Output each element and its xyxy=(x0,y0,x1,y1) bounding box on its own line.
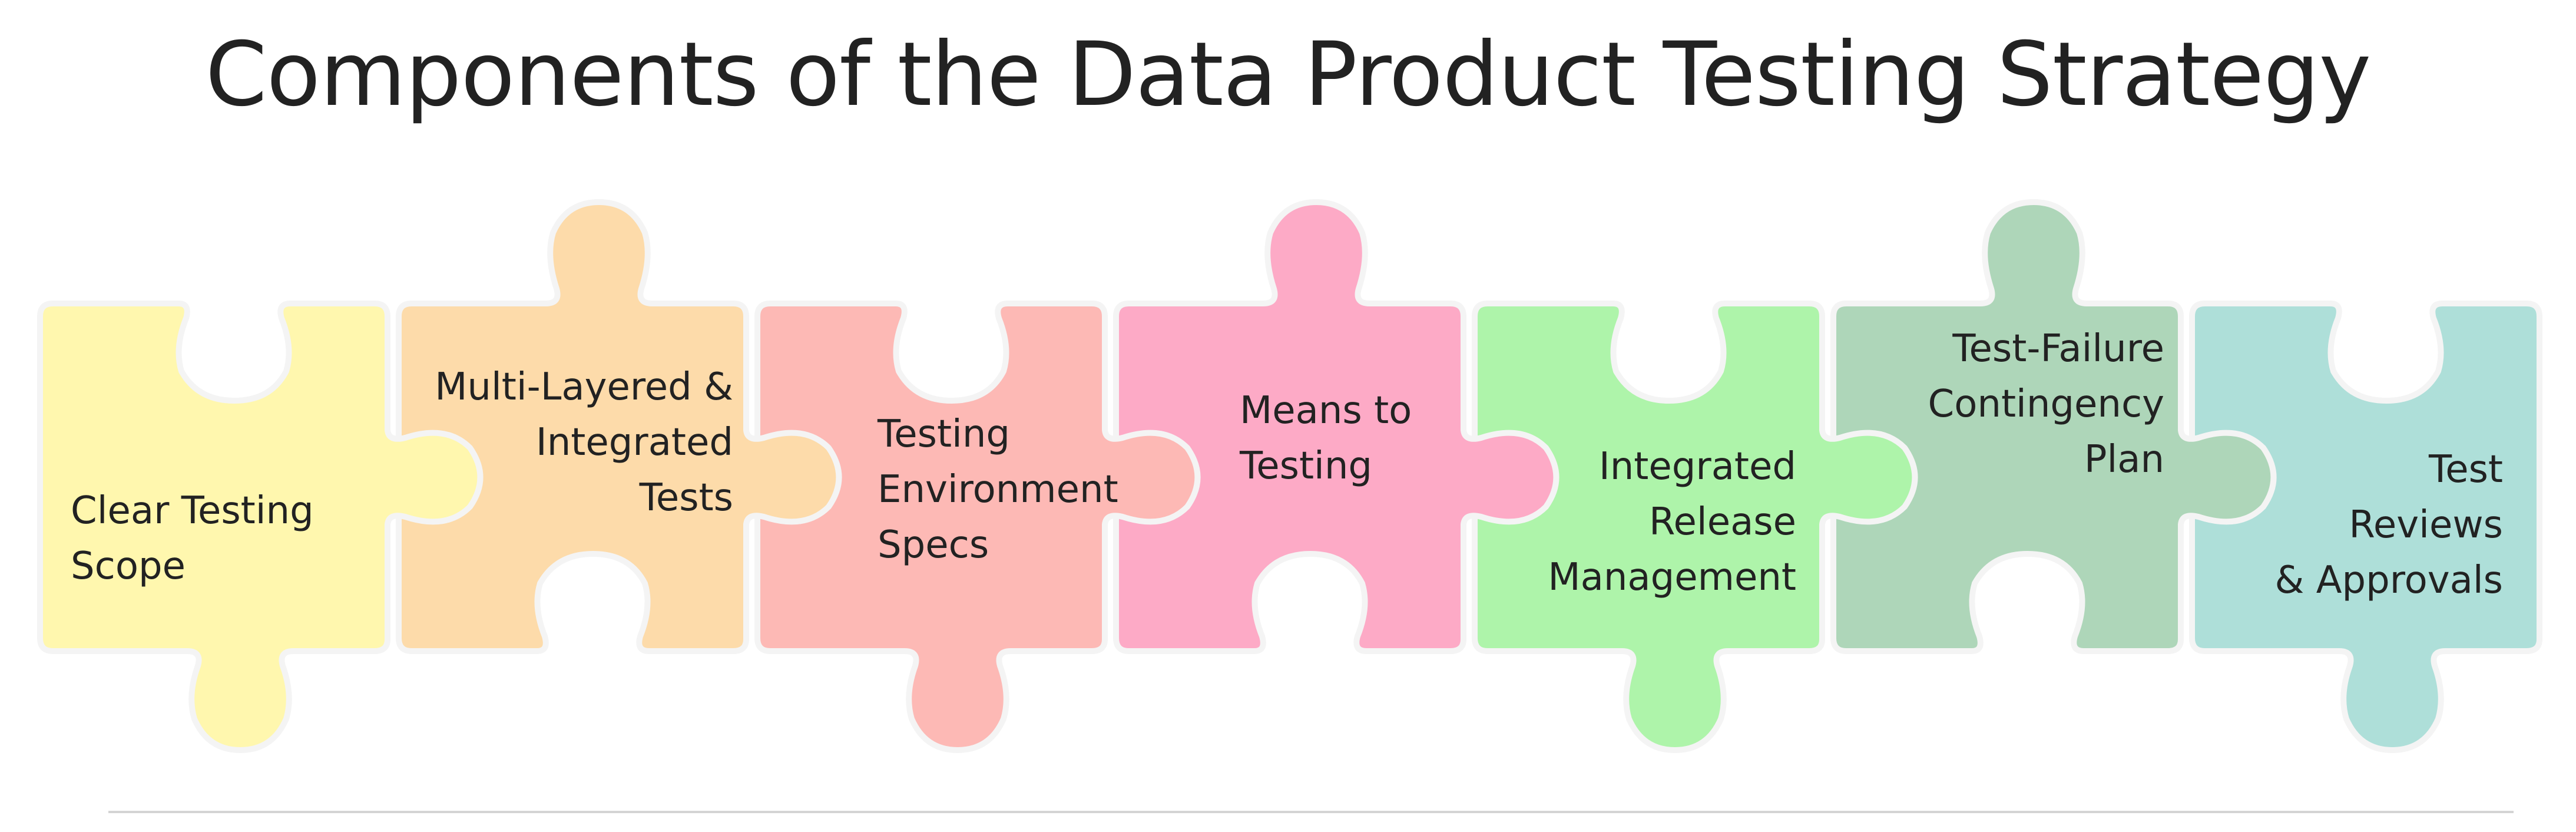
label-line: Contingency xyxy=(1928,382,2164,426)
label-line: Test xyxy=(2428,448,2503,491)
label-line: Release xyxy=(1648,500,1796,544)
puzzle-piece-7 xyxy=(2189,301,2542,754)
label-line: Means to xyxy=(1240,389,1412,432)
label-line: & Approvals xyxy=(2274,559,2503,602)
bottom-divider xyxy=(108,811,2514,813)
puzzle-piece-2 xyxy=(396,199,842,654)
label-line: Specs xyxy=(878,523,989,567)
label-line: Scope xyxy=(71,544,186,588)
label-line: Management xyxy=(1548,556,1796,599)
label-line: Integrated xyxy=(1598,445,1796,488)
label-line: Testing xyxy=(878,412,1010,456)
label-line: Reviews xyxy=(2349,503,2503,547)
label-line: Integrated xyxy=(535,421,733,464)
label-line: Environment xyxy=(878,468,1118,511)
puzzle-piece-4 xyxy=(1113,199,1559,654)
puzzle-piece-6 xyxy=(1830,199,2277,654)
label-line: Multi-Layered & xyxy=(435,365,733,409)
puzzle-piece-3 xyxy=(754,301,1201,754)
puzzle-piece-5 xyxy=(1472,301,1918,754)
label-line: Test-Failure xyxy=(1952,327,2164,371)
puzzle-piece-label: Means to Testing xyxy=(1240,383,1546,494)
diagram-title: Components of the Data Product Testing S… xyxy=(205,24,2372,126)
label-line: Plan xyxy=(2084,438,2164,481)
puzzle-piece-1 xyxy=(37,301,484,754)
label-line: Clear Testing xyxy=(71,489,314,533)
label-line: Testing xyxy=(1240,444,1372,488)
label-line: Tests xyxy=(639,476,733,520)
